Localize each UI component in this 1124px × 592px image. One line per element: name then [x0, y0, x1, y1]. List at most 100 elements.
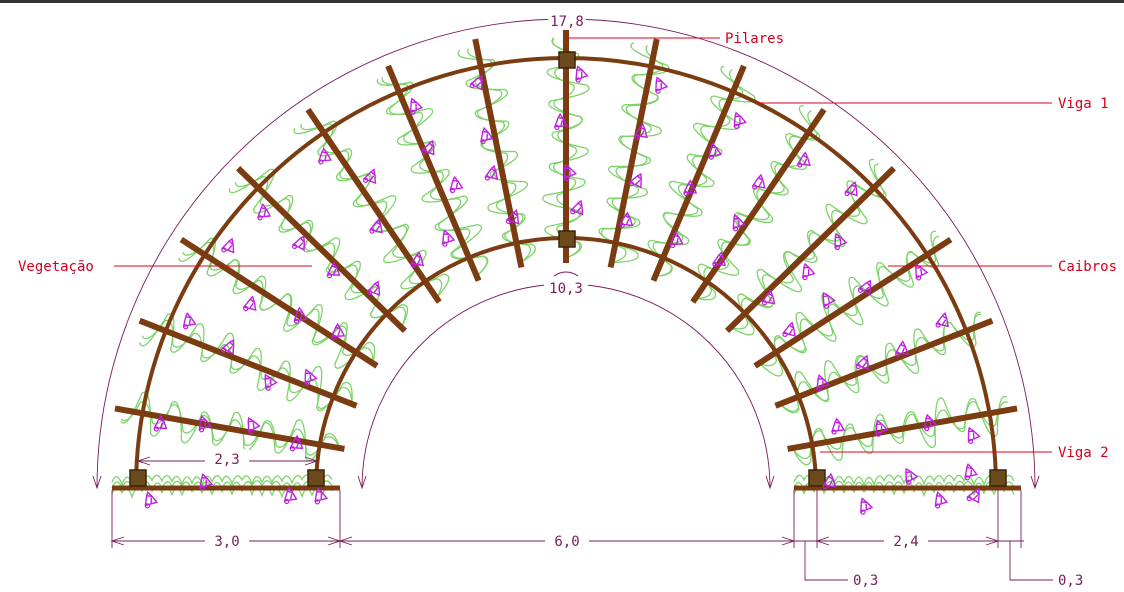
flower-glyph-icon-58: [198, 414, 213, 433]
outer-arc-dimension: 17,8: [550, 14, 584, 30]
flower-glyph-icon-16: [712, 251, 726, 268]
flower-bud: [935, 503, 941, 509]
flower-petals: [708, 142, 722, 158]
flower-bud: [857, 287, 864, 293]
flower-glyph-icon-31: [575, 65, 589, 83]
flower-petals: [317, 147, 332, 162]
vegetation-stroke-1: [791, 395, 1008, 466]
caibro-rafter-1: [774, 317, 994, 409]
vegetation-stroke-6: [730, 163, 885, 330]
flower-glyph-icon-22: [708, 142, 722, 160]
flower-petals: [796, 151, 811, 167]
flower-petals: [480, 126, 494, 143]
flower-glyph-icon-49: [293, 306, 308, 324]
flower-petals: [326, 261, 341, 276]
flower-glyph-icon-65: [860, 497, 874, 515]
flower-glyph-icon-43: [317, 147, 332, 165]
flower-bud: [144, 503, 151, 509]
flower-glyph-icon-4: [816, 374, 830, 392]
flower-petals: [264, 373, 278, 390]
flower-glyph-icon-10: [857, 279, 872, 296]
flower-petals: [834, 232, 848, 249]
flower-bud: [712, 261, 718, 268]
flower-glyph-icon-21: [683, 179, 698, 197]
flower-glyph-icon-35: [469, 74, 483, 91]
flower-petals: [966, 487, 980, 504]
vegetation-stroke-13: [598, 42, 670, 264]
flower-bud: [564, 175, 570, 182]
flower-bud: [221, 247, 227, 253]
flower-petals: [247, 416, 261, 433]
flower-bud: [318, 159, 324, 165]
flower-petals: [855, 354, 869, 371]
viga2-label: Viga 2: [1058, 445, 1109, 461]
vegetacao-label: Vegetação: [18, 259, 94, 275]
caibro-rafter-11: [236, 166, 408, 334]
flower-bud: [243, 305, 249, 312]
vegetation-stroke-19: [376, 78, 489, 277]
flower-petals: [242, 295, 257, 311]
flower-petals: [564, 163, 578, 180]
flower-bud: [822, 483, 829, 490]
inner-arc-arrow-right: [765, 475, 775, 490]
flower-petals: [153, 414, 168, 430]
flower-bud: [895, 351, 901, 357]
flower-petals: [291, 235, 305, 251]
center-span-dimension: 6,0: [554, 534, 579, 550]
flower-glyph-icon-48: [331, 322, 346, 341]
caibro-rafter-13: [138, 317, 358, 409]
flower-glyph-icon-62: [283, 486, 298, 505]
flower-bud: [916, 275, 922, 281]
flower-petals: [934, 491, 949, 507]
flower-bud: [198, 427, 205, 433]
flower-glyph-icon-63: [314, 487, 329, 505]
flower-petals: [409, 97, 424, 114]
pillar-square-icon-2: [808, 469, 826, 487]
flower-petals: [860, 497, 874, 513]
flower-petals: [144, 491, 159, 507]
bottom-arrow-6: [985, 536, 1000, 546]
flower-bud: [331, 334, 337, 341]
flower-glyph-icon-55: [182, 312, 197, 330]
flower-bud: [906, 479, 912, 485]
flower-glyph-icon-40: [410, 251, 425, 268]
left-inner-arrow-right: [304, 456, 319, 466]
flower-glyph-icon-59: [153, 414, 168, 432]
caibros-label: Caibros: [1058, 259, 1117, 275]
vegetation-stroke-9: [695, 104, 821, 301]
flower-bud: [831, 429, 837, 435]
flower-glyph-icon-28: [569, 199, 584, 216]
flower-glyph-icon-69: [966, 487, 980, 504]
flower-glyph-icon-32: [505, 209, 520, 225]
flower-bud: [304, 380, 311, 386]
flower-bud: [410, 109, 416, 115]
flower-bud: [480, 139, 486, 145]
right-span-text-bg: [884, 530, 928, 550]
caibro-rafter-5: [650, 64, 747, 282]
label-layer: Pilares Viga 1 Caibros Viga 2 Vegetação: [18, 31, 1117, 461]
flower-bud: [834, 244, 840, 251]
caibro-rafter-2: [753, 236, 953, 369]
flower-glyph-icon-60: [144, 491, 159, 509]
flower-glyph-icon-8: [782, 321, 796, 337]
outer-arc-arrow-right: [1030, 475, 1040, 490]
flower-glyph-icon-17: [732, 213, 746, 232]
flower-layer: [144, 65, 981, 515]
flower-petals: [822, 472, 837, 488]
flower-bud: [575, 77, 581, 83]
flower-glyph-icon-26: [633, 123, 648, 140]
viga1-label: Viga 1: [1058, 96, 1109, 112]
flower-glyph-icon-20: [669, 230, 684, 249]
flower-petals: [369, 218, 383, 234]
flower-petals: [289, 434, 304, 450]
flower-glyph-icon-34: [480, 126, 494, 145]
flower-petals: [304, 368, 318, 385]
offset-b-leader: [1009, 541, 1053, 581]
flower-glyph-icon-27: [655, 76, 669, 94]
center-span-text-bg: [545, 530, 589, 550]
flower-glyph-icon-44: [366, 280, 381, 296]
pillar-square-icon-3: [989, 469, 1007, 487]
flower-petals: [857, 279, 872, 296]
pillar-square-icon-5: [558, 230, 576, 248]
flower-bud: [968, 438, 974, 444]
